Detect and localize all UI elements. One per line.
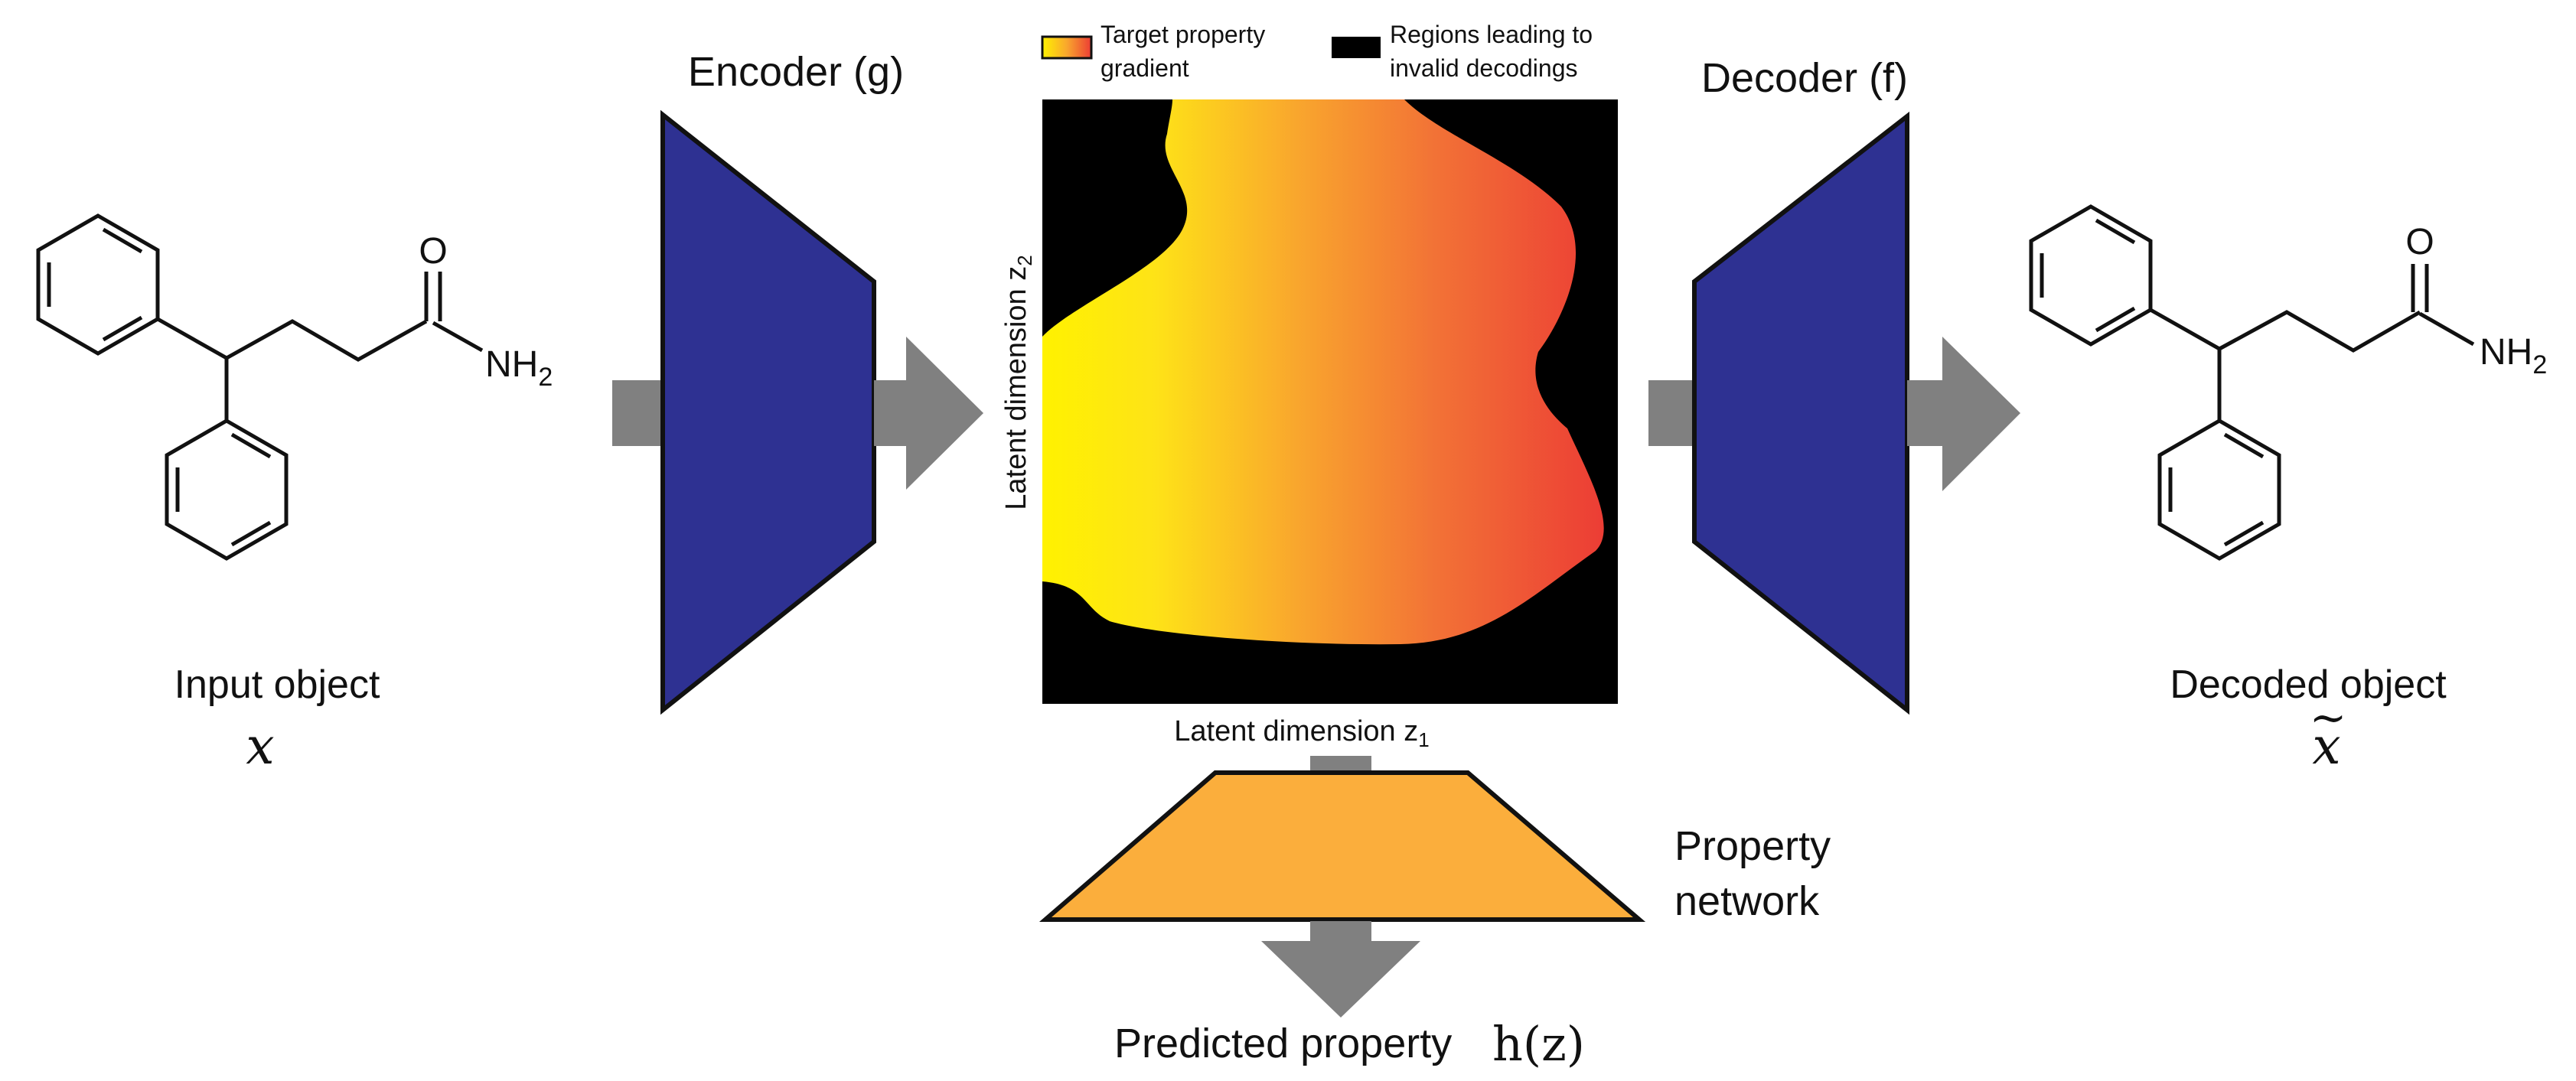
oxygen-label: O — [419, 231, 447, 272]
latent-space-plot: Latent dimension z1 Latent dimension z2 — [1000, 99, 1618, 751]
legend-gradient-swatch — [1041, 35, 1093, 60]
predicted-property-symbol: h(z) — [1492, 1016, 1585, 1072]
arrow-property-output — [1261, 921, 1420, 1018]
property-network-label-line1: Property — [1674, 823, 1831, 869]
amine-label: NH2 — [485, 344, 553, 392]
property-network-label-line2: network — [1674, 878, 1820, 924]
arrow-encoder-to-latent — [874, 337, 983, 490]
latent-ylabel: Latent dimension z2 — [1000, 255, 1036, 510]
decoded-oxygen-label: O — [2405, 222, 2434, 262]
encoder-trapezoid — [660, 109, 876, 715]
valid-region-gradient — [1042, 99, 1604, 645]
legend-gradient-line2: gradient — [1101, 54, 1189, 82]
legend-invalid-line2: invalid decodings — [1390, 54, 1578, 82]
input-molecule: O NH2 — [38, 216, 553, 558]
arrow-decoder-to-output — [1907, 337, 2020, 491]
legend-invalid-swatch — [1332, 37, 1381, 58]
latent-xlabel: Latent dimension z1 — [1174, 715, 1429, 751]
decoded-object-label: Decoded object — [2170, 663, 2447, 707]
arrow-into-encoder — [612, 380, 662, 446]
decoder-trapezoid — [1692, 111, 1909, 715]
legend-gradient-line1: Target property — [1101, 21, 1265, 48]
legend-invalid-line1: Regions leading to — [1390, 21, 1593, 48]
decoder-label: Decoder (f) — [1701, 55, 1908, 101]
decoded-symbol: x — [2312, 717, 2340, 776]
encoder-label: Encoder (g) — [688, 49, 904, 95]
decoded-molecule: O NH2 — [2031, 207, 2547, 558]
decoded-accent: ~ — [2310, 692, 2347, 744]
input-symbol: x — [246, 717, 274, 776]
predicted-property-label: Predicted property — [1114, 1021, 1452, 1066]
arrow-latent-to-property — [1310, 756, 1371, 771]
decoded-amine-label: NH2 — [2480, 332, 2547, 379]
property-network-trapezoid — [1039, 770, 1646, 922]
arrow-into-decoder — [1648, 380, 1694, 446]
legend: Target property gradient Regions leading… — [1041, 21, 1593, 82]
input-object-label: Input object — [174, 663, 380, 707]
